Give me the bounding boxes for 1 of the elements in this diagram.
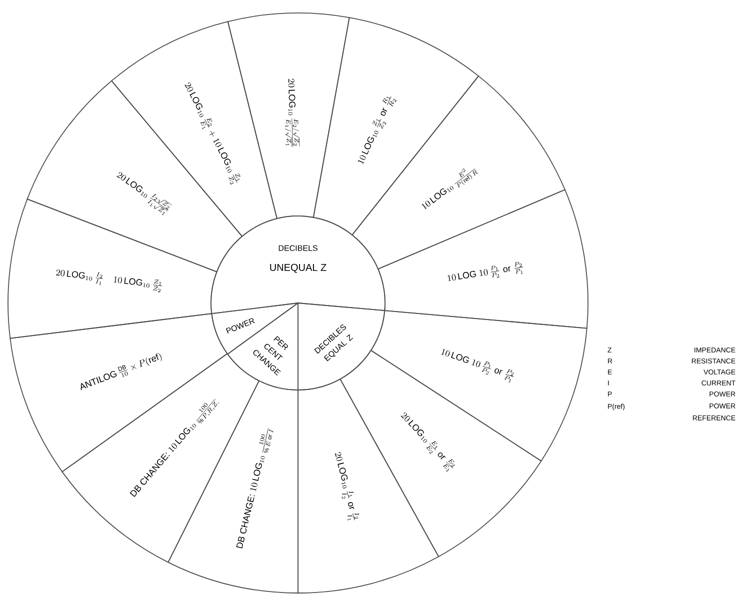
hub-sector: DECIBELS UNEQUAL Z — [210, 216, 386, 314]
